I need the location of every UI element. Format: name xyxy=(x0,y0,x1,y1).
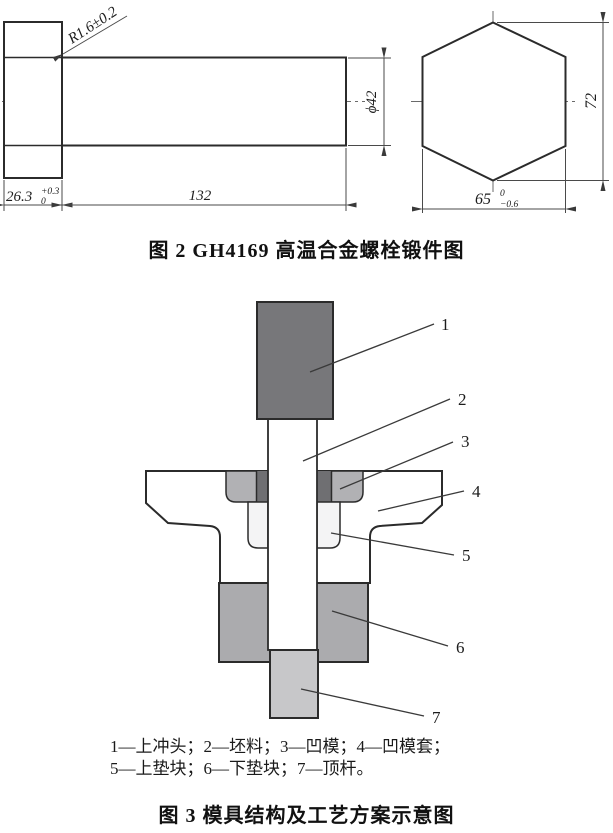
leader-line-1 xyxy=(309,323,435,373)
part-label-4: 4 xyxy=(472,482,481,501)
legend-line-1: 1—上冲头；2—坯料；3—凹模；4—凹模套； xyxy=(110,737,450,756)
upper-pad-left xyxy=(247,501,269,549)
die-insert-right-dark-band xyxy=(317,471,331,502)
legend-line-2: 5—上垫块；6—下垫块；7—顶杆。 xyxy=(110,758,374,778)
part-number-labels: 1 2 3 4 5 6 7 xyxy=(432,315,481,727)
figure3-die-diagram: 1 2 3 4 5 6 7 xyxy=(145,301,481,727)
leader-line-6 xyxy=(331,610,449,647)
figure2-bolt-drawing: R1.6±0.2 26.3 +0.3 0 132 ϕ42 xyxy=(0,4,609,213)
die-assembly xyxy=(145,301,443,719)
part-label-6: 6 xyxy=(456,638,465,657)
part-label-5: 5 xyxy=(462,546,471,565)
length-dimensions: 26.3 +0.3 0 132 xyxy=(0,148,357,211)
billet-rod xyxy=(267,418,318,651)
head-thickness-tol-upper: +0.3 xyxy=(41,187,60,197)
die-insert-left-dark-band xyxy=(257,471,268,502)
leader-lines xyxy=(300,323,465,717)
part-label-7: 7 xyxy=(432,708,441,727)
bolt-hex-end-view xyxy=(411,11,579,193)
part-label-2: 2 xyxy=(458,390,467,409)
head-thickness-tol-lower: 0 xyxy=(41,197,46,207)
figure3-legend: 1—上冲头；2—坯料；3—凹模；4—凹模套； 5—上垫块；6—下垫块；7—顶杆。 xyxy=(110,736,530,779)
bolt-shank-outline xyxy=(61,56,347,147)
shank-length-value: 132 xyxy=(189,188,212,204)
diameter-dimension: ϕ42 xyxy=(348,47,391,157)
upper-pad-right xyxy=(316,501,341,549)
fillet-radius-value: R1.6±0.2 xyxy=(65,4,121,48)
hex-across-flats-value: 65 xyxy=(475,191,491,208)
leader-line-7 xyxy=(300,688,425,717)
hex-across-flats-tol-upper: 0 xyxy=(500,189,505,199)
part-label-3: 3 xyxy=(461,432,470,451)
bolt-side-view xyxy=(2,21,365,179)
hexagon-outline xyxy=(421,21,567,182)
hex-width-dimension: 65 0 −0.6 xyxy=(411,149,577,213)
bolt-head-outline xyxy=(3,21,63,179)
leader-line-2 xyxy=(302,398,451,462)
hex-height-dimension: 72 xyxy=(497,11,609,192)
hex-across-flats-tol-lower: −0.6 xyxy=(500,200,519,210)
leader-line-3 xyxy=(339,441,454,490)
ejector-rod xyxy=(269,649,319,719)
part-label-1: 1 xyxy=(441,315,450,334)
leader-line-5 xyxy=(330,532,455,556)
leader-line-4 xyxy=(377,490,465,512)
hex-corner-height-value: 72 xyxy=(583,93,600,109)
fillet-radius-dimension: R1.6±0.2 xyxy=(52,4,128,62)
upper-punch xyxy=(256,301,334,420)
figure2-caption: 图 2 GH4169 高温合金螺栓锻件图 xyxy=(148,240,465,262)
fillet-leader-line xyxy=(52,15,128,62)
figure3-caption: 图 3 模具结构及工艺方案示意图 xyxy=(158,805,455,827)
shank-diameter-value: ϕ42 xyxy=(364,90,380,113)
head-thickness-value: 26.3 xyxy=(6,189,32,205)
